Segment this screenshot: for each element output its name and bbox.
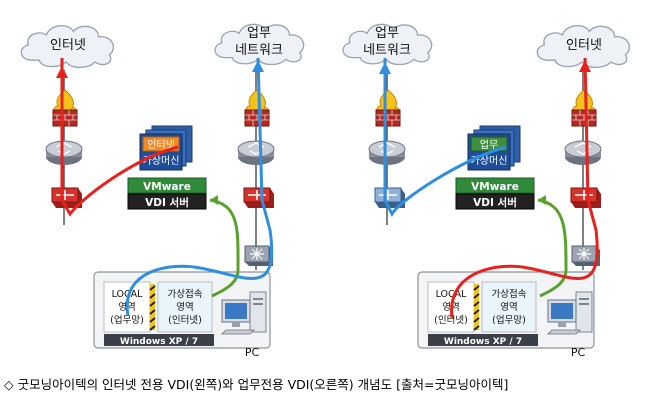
- firewall-icon: [244, 89, 270, 127]
- os-bar: [428, 334, 538, 346]
- business-path: [125, 57, 274, 317]
- vm-link-path: [537, 198, 568, 298]
- vdi-server-bar: [455, 193, 535, 210]
- virt-label-3: (인터넷): [168, 315, 202, 326]
- vm-link-path: [209, 198, 240, 298]
- cloud-label-business-2: 네트워크: [235, 43, 283, 58]
- firewall-icon: [52, 89, 78, 127]
- os-label: Windows XP / 7: [120, 337, 198, 347]
- separator-stripe: [150, 284, 155, 330]
- vdi-server-bar: [127, 193, 207, 210]
- internet-path: [450, 57, 599, 319]
- internet-path: [60, 58, 179, 217]
- virtual-access-area: [157, 281, 213, 333]
- cloud-label-internet: 인터넷: [50, 38, 86, 53]
- os-bar: [104, 334, 214, 346]
- switch-icon: [570, 187, 601, 209]
- cloud-label-business-1: 업무: [375, 26, 399, 41]
- vmware-label: VMware: [143, 181, 191, 193]
- firewall-icon: [375, 89, 401, 127]
- hub-icon: [244, 245, 274, 267]
- virt-label-3: (업무망): [492, 314, 526, 326]
- cloud-label-internet: 인터넷: [566, 38, 602, 53]
- local-label-3: (인터넷): [434, 315, 468, 326]
- vm-stack: 업무 가상머신: [467, 125, 521, 171]
- figure-caption: ◇ 굿모닝아이텍의 인터넷 전용 VDI(왼쪽)와 업무전용 VDI(오른쪽) …: [4, 377, 509, 392]
- vmware-label: VMware: [471, 181, 519, 193]
- right-diagram: 업무 네트워크 인터넷 업무 가상머신 VMware VDI 서버 LOCAL …: [342, 23, 631, 359]
- vm-label-1: 인터넷: [147, 139, 175, 151]
- vdi-server-label: VDI 서버: [473, 196, 517, 209]
- router-icon: [368, 140, 406, 166]
- os-label: Windows XP / 7: [444, 337, 522, 347]
- cloud-label-business-2: 네트워크: [363, 43, 411, 58]
- local-label-3: (업무망): [110, 314, 144, 326]
- left-diagram: 인터넷 업무 네트워크 인터넷 가상머신 VMware VDI 서버: [20, 23, 305, 359]
- vmware-bar: [455, 177, 535, 194]
- virtual-access-area: [481, 281, 537, 333]
- pc-label: PC: [571, 346, 586, 359]
- cloud-label-business-1: 업무: [247, 26, 271, 41]
- router-icon: [564, 140, 602, 166]
- virt-label-2: 영역: [176, 302, 193, 313]
- business-path: [383, 58, 507, 218]
- switch-icon: [243, 187, 274, 209]
- separator-stripe: [474, 284, 479, 330]
- virt-label-2: 영역: [500, 302, 517, 313]
- vm-label-1: 업무: [480, 138, 498, 151]
- router-icon: [237, 140, 275, 166]
- vmware-bar: [127, 177, 207, 194]
- arrow-head-icon: [56, 66, 68, 78]
- virt-label-1: 가상접속: [492, 288, 527, 300]
- pc-label: PC: [245, 346, 260, 359]
- router-icon: [45, 140, 83, 166]
- firewall-icon: [571, 89, 597, 127]
- local-area: [103, 281, 151, 333]
- virt-label-1: 가상접속: [168, 288, 203, 300]
- local-label-1: LOCAL: [436, 289, 468, 300]
- vdi-server-label: VDI 서버: [145, 196, 189, 209]
- vm-stack: 인터넷 가상머신: [139, 125, 193, 171]
